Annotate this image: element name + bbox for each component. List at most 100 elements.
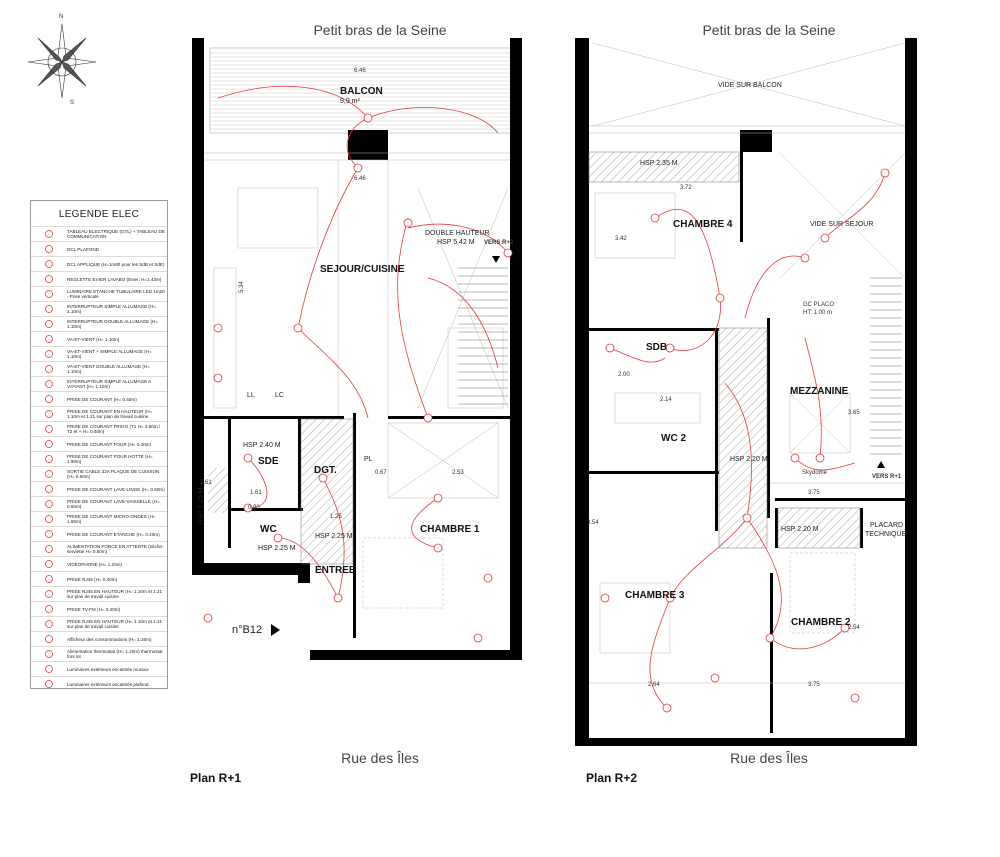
- r2-gc-placo: GC PLACO: [803, 302, 835, 308]
- r1-room-wc: WC: [260, 524, 277, 535]
- legend-item: PRISE TV-FM (H= 0.40m): [31, 601, 167, 616]
- r1-dim-125: 1.25: [330, 514, 342, 520]
- legend-symbol-icon: [31, 379, 67, 389]
- legend-symbol-icon: [31, 409, 67, 419]
- legend-item: Luminaires extérieurs encastrés plafond: [31, 676, 167, 691]
- legend-symbol-icon: [31, 229, 67, 239]
- legend-symbol-icon: [31, 529, 67, 539]
- compass-rose: N S: [22, 14, 102, 106]
- r2-placard: PLACARD: [870, 522, 904, 529]
- legend-item: VA-ET-VIENT DOUBLE ALLUMAGE (H= 1.10m): [31, 361, 167, 376]
- r1-plan-title: Plan R+1: [190, 771, 242, 785]
- legend-item: PRISE DE COURANT FOUR (H= 0.30m): [31, 436, 167, 451]
- legend-symbol-icon: [31, 424, 67, 434]
- r2-dim-354: 3.54: [587, 520, 599, 526]
- r1-room-sejour: SEJOUR/CUISINE: [320, 264, 405, 275]
- plan-r2-drawing: [575, 38, 920, 748]
- r2-dim-365: 3.65: [848, 410, 860, 416]
- legend-item-label: INTERRUPTEUR DOUBLE ALLUMAGE (H= 1.10m): [67, 319, 158, 329]
- legend-item-label: LUMINAIRE ETANCHE TUBULAIRE LED 1m20 - P…: [67, 289, 165, 299]
- legend-item-label: PRISE DE COURANT ETANCHE (H= 0.40m): [67, 531, 160, 537]
- legend-item: PRISE RJ45 (H= 0.40m): [31, 571, 167, 586]
- legend-item-label: DCL PLAFOND: [67, 246, 99, 252]
- legend-item-label: PRISE DE COURANT LAVE-VAISSELLE (H= 0.60…: [67, 499, 160, 509]
- legend-item-label: ALIMENTATION FORCE EN ATTENTE (sèche-ser…: [67, 544, 164, 554]
- r1-dim-161: 1.61: [250, 490, 262, 496]
- r2-dim-375a: 3.75: [808, 490, 820, 496]
- legend-symbol-icon: [31, 244, 67, 254]
- legend-item: PRISE DE COURANT POUR HOTTE (H= 1.90m): [31, 451, 167, 466]
- legend-item: PRISE DE COURANT EN HAUTEUR (H= 1.10m et…: [31, 406, 167, 421]
- legend-item-label: PRISE RJ45 (H= 0.40m): [67, 576, 118, 582]
- r1-dim-sejour: 6.46: [354, 176, 366, 182]
- legend-list: TABLEAU ELECTRIQUE (GTL) + TABLEAU DE CO…: [31, 226, 167, 691]
- legend-item-label: Afficheur des consommations (H= 1.20m): [67, 636, 152, 642]
- r2-room-mezzanine: MEZZANINE: [790, 386, 849, 397]
- legend-item-label: TABLEAU ELECTRIQUE (GTL) + TABLEAU DE CO…: [67, 229, 165, 239]
- r2-skydome: Skydome: [802, 470, 828, 476]
- legend-item: DCL APPLIQUE (H=1m80 pour les SdB et SdE…: [31, 256, 167, 271]
- r1-room-chambre1: CHAMBRE 1: [420, 524, 480, 535]
- legend-item: VA-ET-VIENT + SIMPLE ALLUMAGE (H= 1.10m): [31, 346, 167, 361]
- legend-symbol-icon: [31, 499, 67, 509]
- legend-symbol-icon: [31, 319, 67, 329]
- legend-item: ALIMENTATION FORCE EN ATTENTE (sèche-ser…: [31, 541, 167, 556]
- r1-chambre1-hsp: HSP 2.25 M: [315, 533, 353, 540]
- legend-item: Alimentation thermostat (H= 1.20m) therm…: [31, 646, 167, 661]
- r1-wc-hsp: HSP 2.25 M: [258, 545, 296, 552]
- legend-item-label: PRISE DE COURANT EN HAUTEUR (H= 1.10m et…: [67, 409, 153, 419]
- legend-item-label: PRISE DE COURANT MICRO-ONDES (H= 1.65m): [67, 514, 156, 524]
- legend-symbol-icon: [31, 544, 67, 554]
- legend-item: LUMINAIRE ETANCHE TUBULAIRE LED 1m20 - P…: [31, 286, 167, 301]
- r2-hsp-220: HSP 2.20 M: [781, 526, 819, 533]
- r2-street-top: Petit bras de la Seine: [702, 22, 836, 38]
- legend-symbol-icon: [31, 469, 67, 479]
- legend-symbol-icon: [31, 259, 67, 269]
- r2-dim-372: 3.72: [680, 185, 692, 191]
- legend-symbol-icon: [31, 394, 67, 404]
- legend-symbol-icon: [31, 574, 67, 584]
- r1-label-pl: PL: [364, 456, 373, 463]
- legend-item-label: INTERRUPTEUR SIMPLE ALLUMAGE (H= 1.10m): [67, 304, 156, 314]
- r1-double-hauteur: DOUBLE HAUTEUR: [425, 230, 490, 237]
- r2-chambre4-hsp: HSP 2.35 M: [640, 160, 678, 167]
- legend-symbol-icon: [31, 349, 67, 359]
- legend-item-label: INTERRUPTEUR SIMPLE ALLUMAGE A VOYANT (H…: [67, 379, 151, 389]
- legend-item-label: Luminaires extérieurs encastrés plafond: [67, 681, 149, 687]
- r1-dim-090: 0.90: [248, 505, 260, 511]
- legend-item-label: PRISE DE COURANT (H= 0.40m): [67, 396, 137, 402]
- r1-label-lc: LC: [275, 392, 284, 399]
- r1-balcon-area: 9,9 m²: [340, 98, 360, 105]
- r2-plan-title: Plan R+2: [586, 771, 638, 785]
- legend-symbol-icon: [31, 439, 67, 449]
- legend-item-label: REGLETTE EVIER LAVABO (Evier: H=1.42m): [67, 276, 162, 282]
- unit-arrow-icon: [271, 624, 281, 637]
- legend-item: PRISE DE COURANT FRIGO (T1 H= 3.80m / T2…: [31, 421, 167, 436]
- legend-symbol-icon: [31, 304, 67, 314]
- r2-dim-214: 2.14: [660, 397, 672, 403]
- r2-vers-r1: VERS R+1: [872, 474, 902, 480]
- legend-item: DCL PLAFOND: [31, 241, 167, 256]
- r1-street-bottom: Rue des Îles: [341, 750, 419, 766]
- legend-item: TABLEAU ELECTRIQUE (GTL) + TABLEAU DE CO…: [31, 226, 167, 241]
- r1-dim-253: 2.53: [452, 470, 464, 476]
- legend-item: PRISE DE COURANT ETANCHE (H= 0.40m): [31, 526, 167, 541]
- r2-street-bottom: Rue des Îles: [730, 750, 808, 766]
- r2-vide-sejour: VIDE SUR SEJOUR: [810, 221, 874, 228]
- legend-symbol-icon: [31, 604, 67, 614]
- legend-item-label: Luminaires extérieurs encastrés muraux: [67, 666, 149, 672]
- r1-dim-261: 2.61: [200, 480, 212, 486]
- legend-item: Luminaires extérieurs encastrés muraux: [31, 661, 167, 676]
- r2-gc-placo-ht: HT: 1.00 m: [803, 310, 833, 316]
- r2-room-chambre4: CHAMBRE 4: [673, 219, 733, 230]
- legend-item-label: PRISE RJ45 EN HAUTEUR (H= 1.10m et 1.21 …: [67, 589, 163, 599]
- r1-room-sde: SDE: [258, 456, 279, 467]
- r2-room-chambre2: CHAMBRE 2: [791, 617, 851, 628]
- r1-dim-067: 0.67: [375, 470, 387, 476]
- legend-item: INTERRUPTEUR SIMPLE ALLUMAGE (H= 1.10m): [31, 301, 167, 316]
- legend-item-label: PRISE DE COURANT POUR HOTTE (H= 1.90m): [67, 454, 153, 464]
- legend-symbol-icon: [31, 679, 67, 689]
- compass-north: N: [59, 14, 64, 20]
- legend-symbol-icon: [31, 649, 67, 659]
- legend-symbol-icon: [31, 664, 67, 674]
